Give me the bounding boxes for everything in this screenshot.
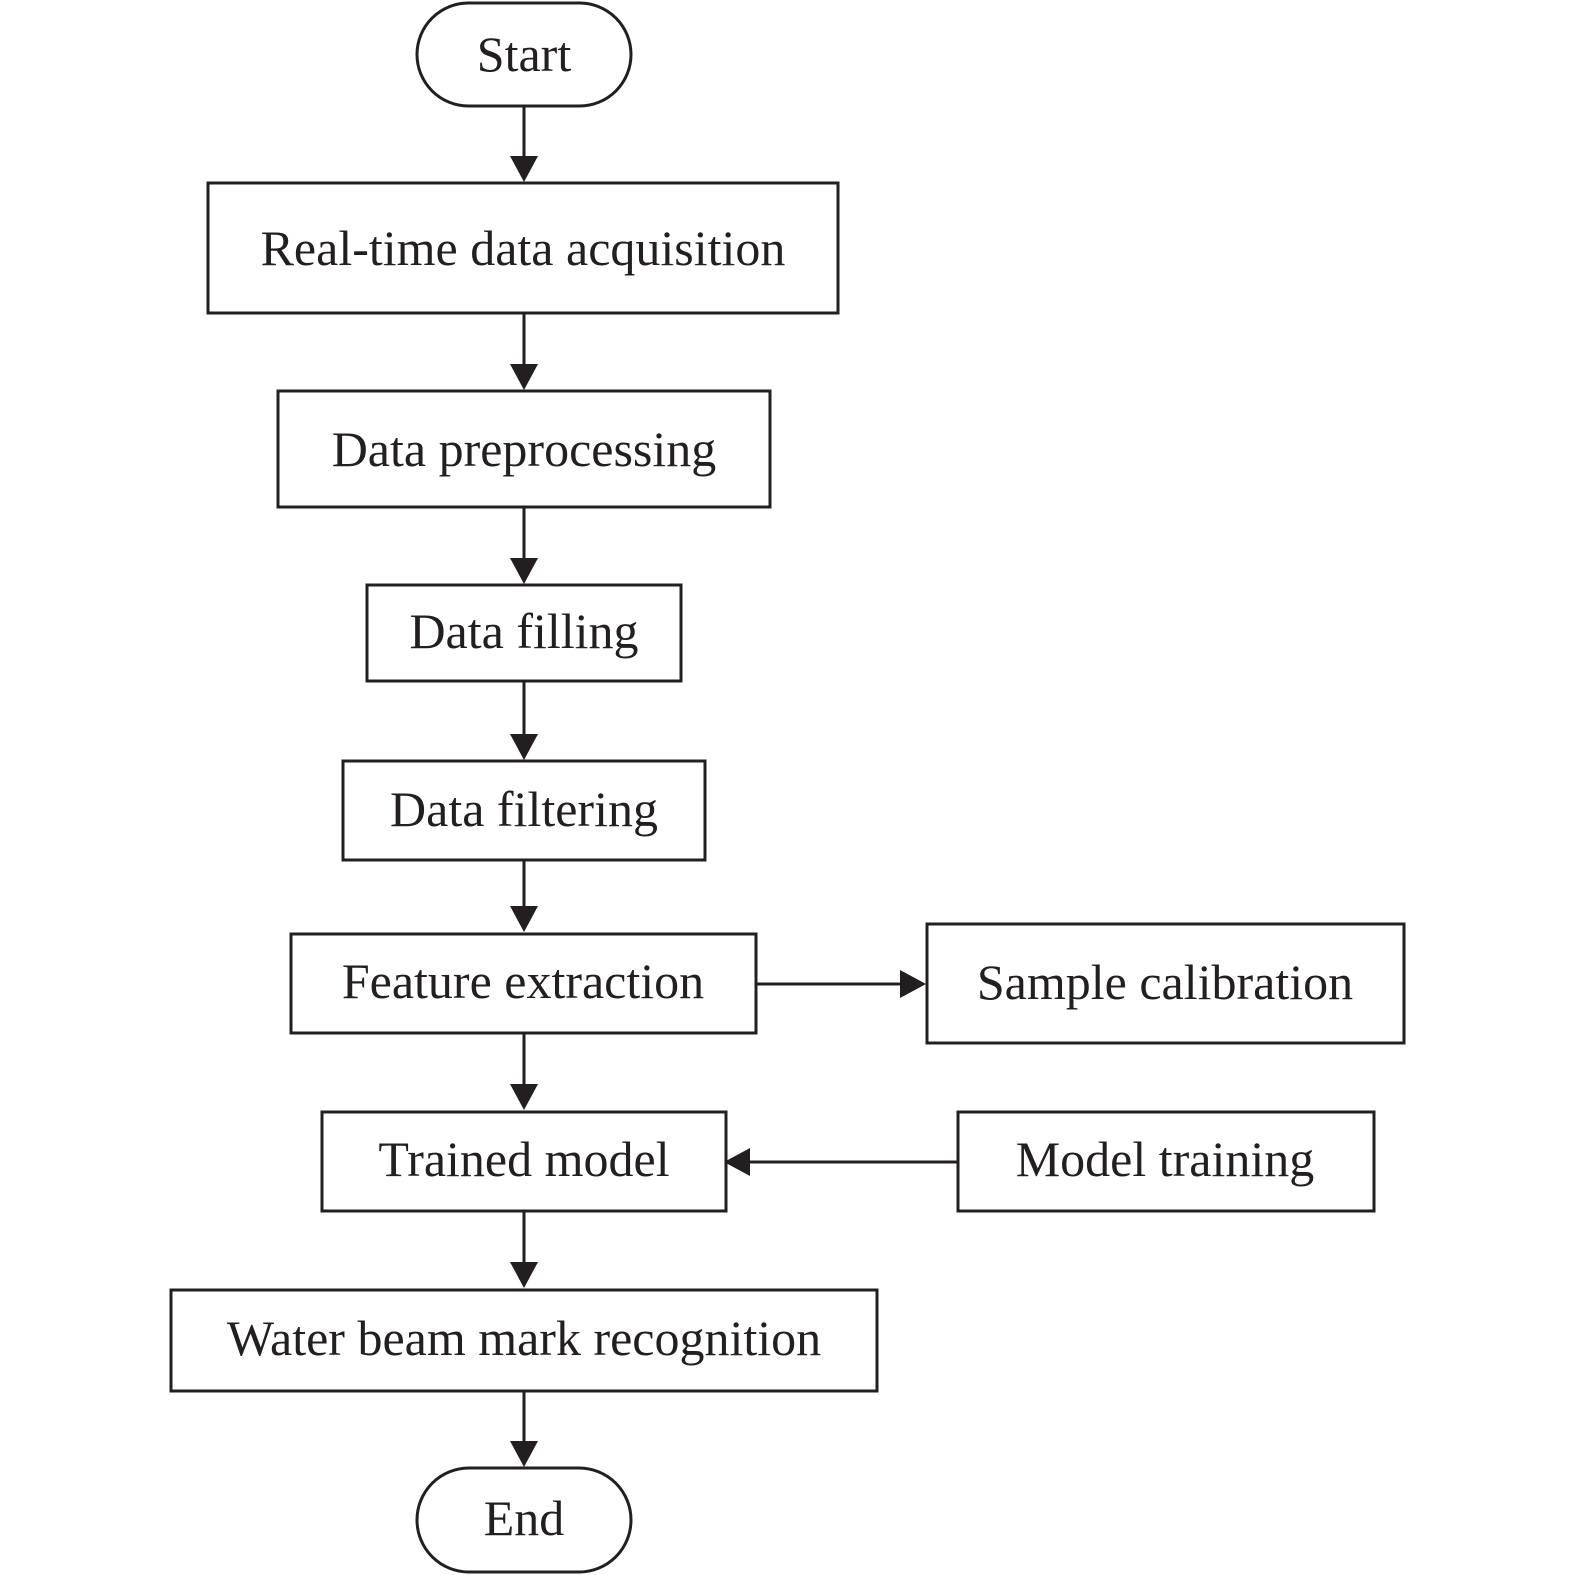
edge-preprocessing-to-filling — [510, 507, 538, 584]
nodes: Start Real-time data acquisition Data pr… — [169, 1, 1406, 1574]
terminator-shape — [415, 1, 633, 108]
node-filling-label: Data filling — [409, 603, 638, 659]
edge-feature-to-trained — [510, 1032, 538, 1110]
edge-start-to-acquisition — [510, 106, 538, 182]
edge-filtering-to-feature — [510, 860, 538, 932]
edge-filling-to-filtering — [510, 681, 538, 760]
edge-training-to-trained — [724, 1148, 957, 1176]
node-filtering: Data filtering — [341, 759, 707, 862]
process-shape — [341, 759, 707, 862]
terminator-shape — [415, 1466, 633, 1574]
node-acquisition: Real-time data acquisition — [206, 181, 840, 315]
node-feature-label: Feature extraction — [342, 953, 704, 1009]
node-feature: Feature extraction — [289, 932, 758, 1035]
node-training-label: Model training — [1016, 1131, 1315, 1187]
node-training: Model training — [956, 1110, 1376, 1213]
edge-feature-to-calibration — [755, 970, 926, 998]
edge-acquisition-to-preprocessing — [510, 313, 538, 390]
node-trained: Trained model — [320, 1110, 728, 1213]
edge-trained-to-recognition — [510, 1210, 538, 1288]
process-shape — [169, 1288, 879, 1393]
node-recognition: Water beam mark recognition — [169, 1288, 879, 1393]
node-calibration: Sample calibration — [925, 922, 1406, 1045]
node-start: Start — [415, 1, 633, 108]
node-end-label: End — [484, 1490, 565, 1546]
edge-recognition-to-end — [510, 1390, 538, 1467]
node-filling: Data filling — [365, 583, 683, 683]
node-filtering-label: Data filtering — [390, 781, 658, 837]
process-shape — [289, 932, 758, 1035]
node-start-label: Start — [477, 26, 572, 82]
process-shape — [925, 922, 1406, 1045]
node-preprocessing: Data preprocessing — [276, 389, 772, 509]
process-shape — [206, 181, 840, 315]
edges — [510, 106, 957, 1467]
node-preprocessing-label: Data preprocessing — [332, 421, 717, 477]
node-trained-label: Trained model — [378, 1131, 669, 1187]
process-shape — [320, 1110, 728, 1213]
node-acquisition-label: Real-time data acquisition — [261, 220, 786, 276]
process-shape — [365, 583, 683, 683]
node-calibration-label: Sample calibration — [977, 954, 1353, 1010]
process-shape — [956, 1110, 1376, 1213]
node-recognition-label: Water beam mark recognition — [227, 1310, 821, 1366]
process-shape — [276, 389, 772, 509]
node-end: End — [415, 1466, 633, 1574]
